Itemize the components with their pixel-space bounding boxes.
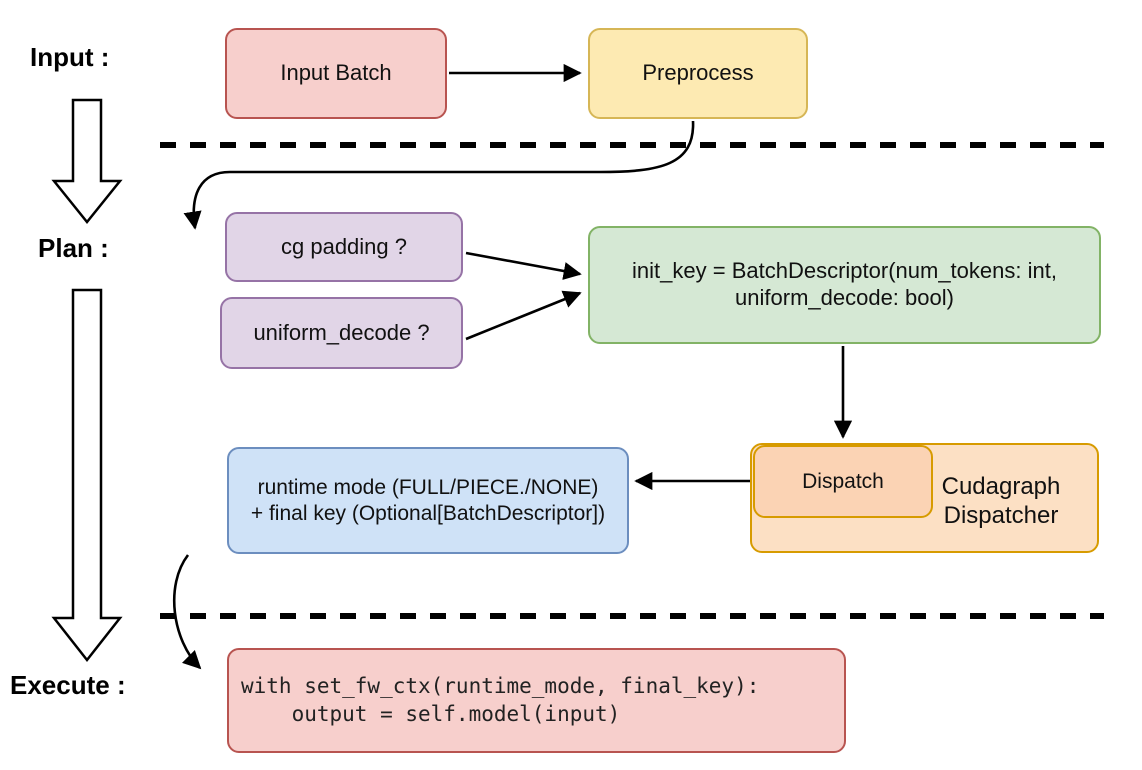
node-execute-code-block[interactable]: with set_fw_ctx(runtime_mode, final_key)… — [227, 648, 846, 753]
node-dispatch[interactable]: Dispatch — [753, 445, 933, 518]
node-uniform-decode[interactable]: uniform_decode ? — [220, 297, 463, 369]
node-init-key-label: init_key = BatchDescriptor(num_tokens: i… — [632, 258, 1057, 310]
input-to-plan-flow-arrow — [51, 98, 123, 224]
stage-label-plan: Plan : — [38, 233, 109, 263]
stage-label-input: Input : — [30, 42, 110, 72]
node-init-key[interactable]: init_key = BatchDescriptor(num_tokens: i… — [588, 226, 1101, 344]
node-execute-code-text: with set_fw_ctx(runtime_mode, final_key)… — [241, 674, 760, 726]
edge-runtime-mode-to-code — [172, 554, 202, 670]
node-uniform-decode-label: uniform_decode ? — [253, 319, 430, 345]
node-cudagraph-dispatcher-label: Cudagraph Dispatcher — [941, 473, 1061, 529]
node-input-batch[interactable]: Input Batch — [225, 28, 447, 119]
node-cg-padding[interactable]: cg padding ? — [225, 212, 463, 282]
edge-cg-padding-to-init-key — [465, 251, 582, 280]
node-cg-padding-label: cg padding ? — [281, 233, 407, 259]
node-dispatch-label: Dispatch — [802, 469, 884, 493]
node-preprocess[interactable]: Preprocess — [588, 28, 808, 119]
node-runtime-mode-label: runtime mode (FULL/PIECE./NONE) + final … — [250, 475, 606, 525]
plan-to-execute-flow-arrow — [51, 288, 123, 663]
node-runtime-mode[interactable]: runtime mode (FULL/PIECE./NONE) + final … — [227, 447, 629, 554]
edge-uniform-decode-to-init-key — [465, 290, 582, 341]
node-input-batch-label: Input Batch — [280, 60, 392, 86]
stage-label-execute: Execute : — [10, 670, 126, 700]
node-preprocess-label: Preprocess — [642, 60, 754, 86]
